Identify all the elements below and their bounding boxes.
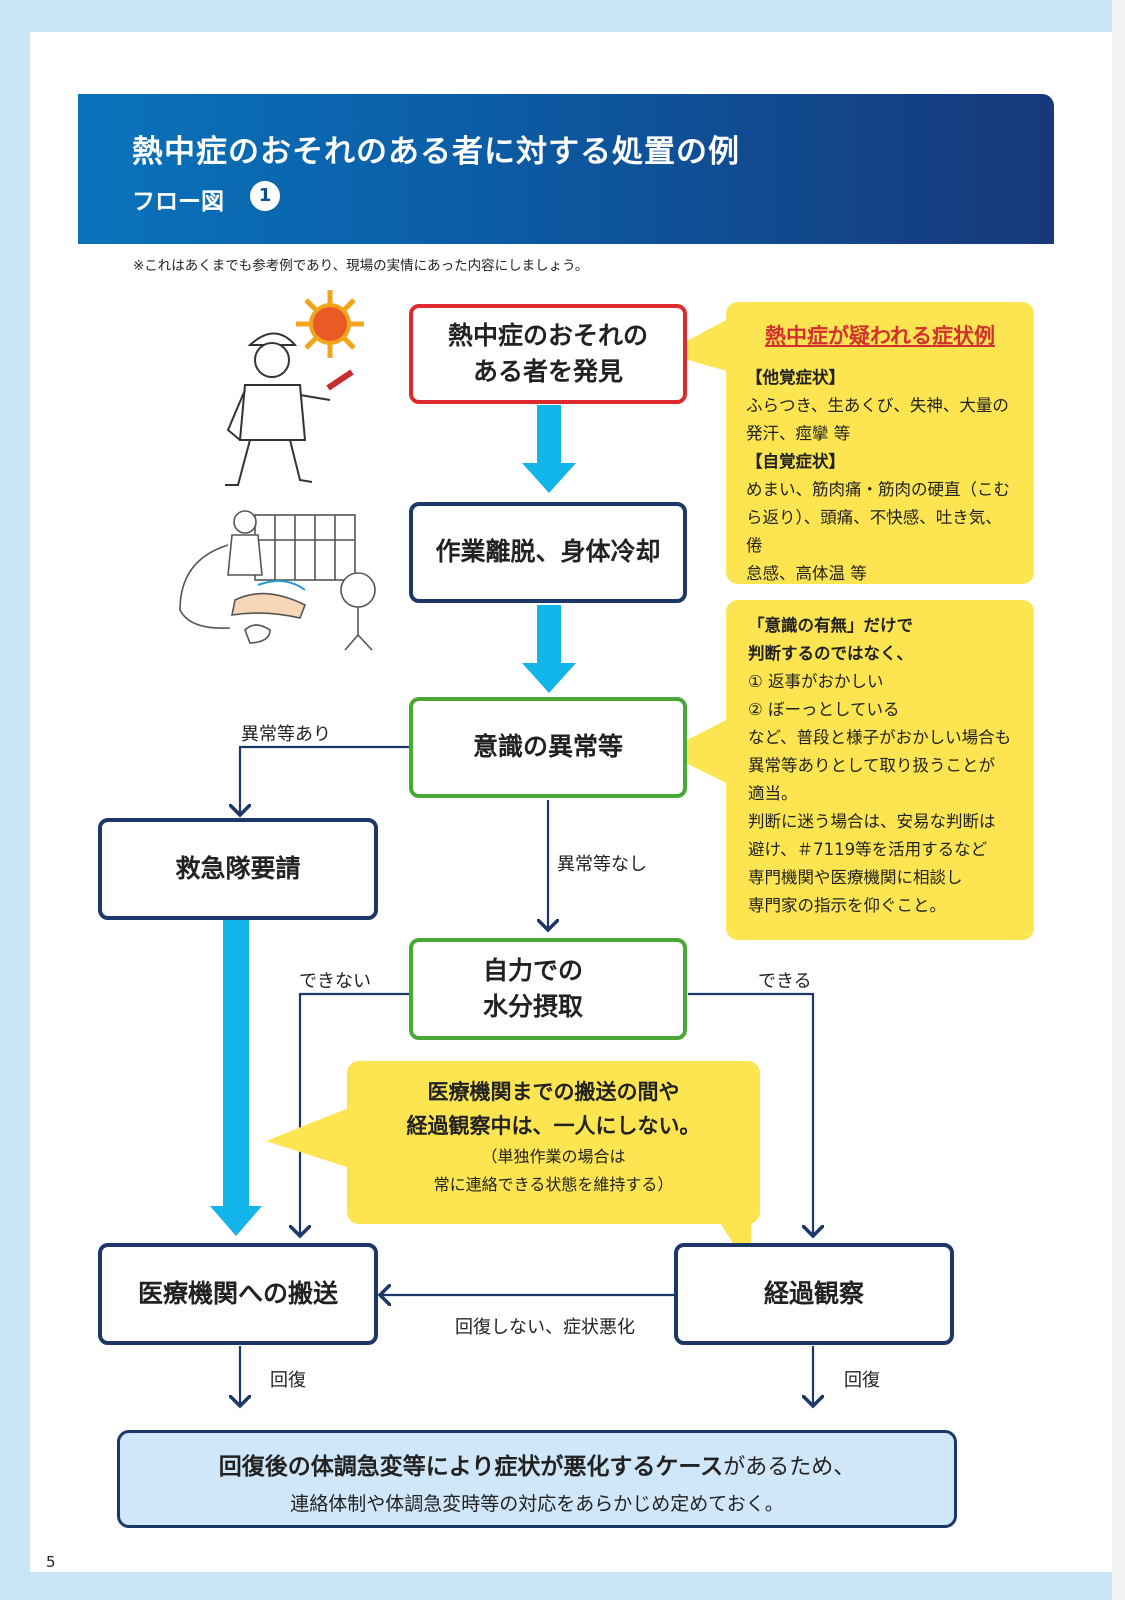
header-banner: 熱中症のおそれのある者に対する処置の例 フロー図 1 — [78, 94, 1054, 244]
label-abnormal-no: 異常等なし — [557, 854, 647, 875]
big-arrow-3 — [210, 913, 262, 1236]
alone-line3: （単独作業の場合は — [481, 1147, 626, 1166]
connector-can — [688, 992, 813, 1236]
cn-title-line2: 判断するのではなく、 — [748, 644, 913, 663]
cn-body-line6: 専門機関や医療機関に相談し — [748, 868, 963, 887]
cn-item2: ② ぼーっとしている — [748, 700, 900, 719]
consciousness-label: 意識の異常等 — [472, 732, 623, 762]
emergency-label: 救急隊要請 — [175, 853, 301, 883]
page-number: 5 — [46, 1553, 56, 1571]
alone-line4: 常に連絡できる状態を維持する） — [433, 1175, 674, 1194]
label-abnormal-yes: 異常等あり — [241, 724, 331, 745]
bubble-tail-symptoms — [664, 318, 730, 372]
objective-line1: ふらつき、生あくび、失神、大量の — [746, 396, 1009, 415]
connector-abnormal-yes — [240, 745, 409, 815]
page-subtitle: フロー図 — [132, 189, 224, 215]
final-line1-rest: があるため、 — [723, 1455, 856, 1480]
cn-body-line3: 適当。 — [748, 784, 798, 803]
page-edge — [1112, 0, 1125, 1600]
label-can: できる — [758, 971, 812, 992]
figure-number: 1 — [250, 181, 280, 211]
worker-illustration — [225, 332, 354, 486]
hydration-box: 自力での水分摂取 — [409, 938, 687, 1040]
emergency-box: 救急隊要請 — [98, 818, 378, 920]
final-note: 回復後の体調急変等により症状が悪化するケースがあるため、 連絡体制や体調急変時等… — [117, 1430, 957, 1528]
big-arrow-1 — [522, 405, 576, 493]
cn-body-line7: 専門家の指示を仰ぐこと。 — [748, 896, 946, 915]
final-line1-bold: 回復後の体調急変等により症状が悪化するケース — [218, 1454, 724, 1480]
rescue-illustration — [179, 510, 376, 651]
subjective-title: 【自覚症状】 — [746, 452, 845, 471]
final-line2: 連絡体制や体調急変時等の対応をあらかじめ定めておく。 — [290, 1493, 784, 1515]
subjective-line2: ら返り）、頭痛、不快感、吐き気、倦 — [746, 508, 1002, 555]
cn-title-line1: 「意識の有無」だけで — [748, 616, 913, 635]
cn-body-line5: 避け、＃7119等を活用するなど — [748, 840, 988, 859]
discover-line2: ある者を発見 — [472, 357, 623, 386]
cooling-box: 作業離脱、身体冷却 — [409, 502, 687, 603]
alone-line2: 経過観察中は、一人にしない。 — [406, 1114, 701, 1138]
label-recovery-right: 回復 — [844, 1370, 880, 1391]
cn-body-line2: 異常等ありとして取り扱うことが — [748, 756, 996, 775]
label-no-recovery: 回復しない、症状悪化 — [455, 1317, 635, 1338]
objective-line2: 発汗、痙攣 等 — [746, 424, 851, 443]
subjective-line3: 怠感、高体温 等 — [746, 564, 867, 583]
subjective-line1: めまい、筋肉痛・筋肉の硬直（こむ — [746, 480, 1010, 499]
cn-item1: ① 返事がおかしい — [748, 672, 884, 691]
bubble-tail-consciousness — [664, 718, 730, 785]
cn-body-line4: 判断に迷う場合は、安易な判断は — [748, 812, 996, 831]
alone-callout: 医療機関までの搬送の間や 経過観察中は、一人にしない。 （単独作業の場合は 常に… — [347, 1061, 760, 1224]
cn-body-line1: など、普段と様子がおかしい場合も — [748, 728, 1012, 747]
big-arrow-2 — [522, 605, 576, 693]
connector-cannot — [300, 992, 409, 1236]
hydration-line2: 水分摂取 — [483, 992, 584, 1021]
page-title: 熱中症のおそれのある者に対する処置の例 — [132, 134, 740, 170]
symptoms-heading: 熱中症が疑われる症状例 — [765, 324, 995, 348]
bubble-tail-alone-left — [266, 1105, 356, 1170]
discover-line1: 熱中症のおそれの — [447, 320, 648, 350]
cooling-label: 作業離脱、身体冷却 — [435, 537, 661, 567]
symptoms-callout: 熱中症が疑われる症状例 【他覚症状】 ふらつき、生あくび、失神、大量の 発汗、痙… — [726, 302, 1034, 584]
discover-box: 熱中症のおそれのある者を発見 — [409, 304, 687, 404]
consciousness-box: 意識の異常等 — [409, 697, 687, 798]
label-recovery-left: 回復 — [270, 1370, 306, 1391]
consciousness-callout: 「意識の有無」だけで 判断するのではなく、 ① 返事がおかしい ② ぼーっとして… — [726, 600, 1034, 940]
label-cannot: できない — [299, 971, 371, 992]
sun-icon — [296, 290, 364, 358]
objective-title: 【他覚症状】 — [746, 368, 845, 387]
transport-box: 医療機関への搬送 — [98, 1243, 378, 1345]
reference-note: ※これはあくまでも参考例であり、現場の実情にあった内容にしましょう。 — [133, 258, 589, 274]
transport-label: 医療機関への搬送 — [137, 1278, 338, 1308]
hydration-line1: 自力での — [483, 955, 584, 985]
alone-line1: 医療機関までの搬送の間や — [427, 1080, 680, 1104]
observe-box: 経過観察 — [674, 1243, 954, 1345]
observe-label: 経過観察 — [763, 1278, 864, 1308]
